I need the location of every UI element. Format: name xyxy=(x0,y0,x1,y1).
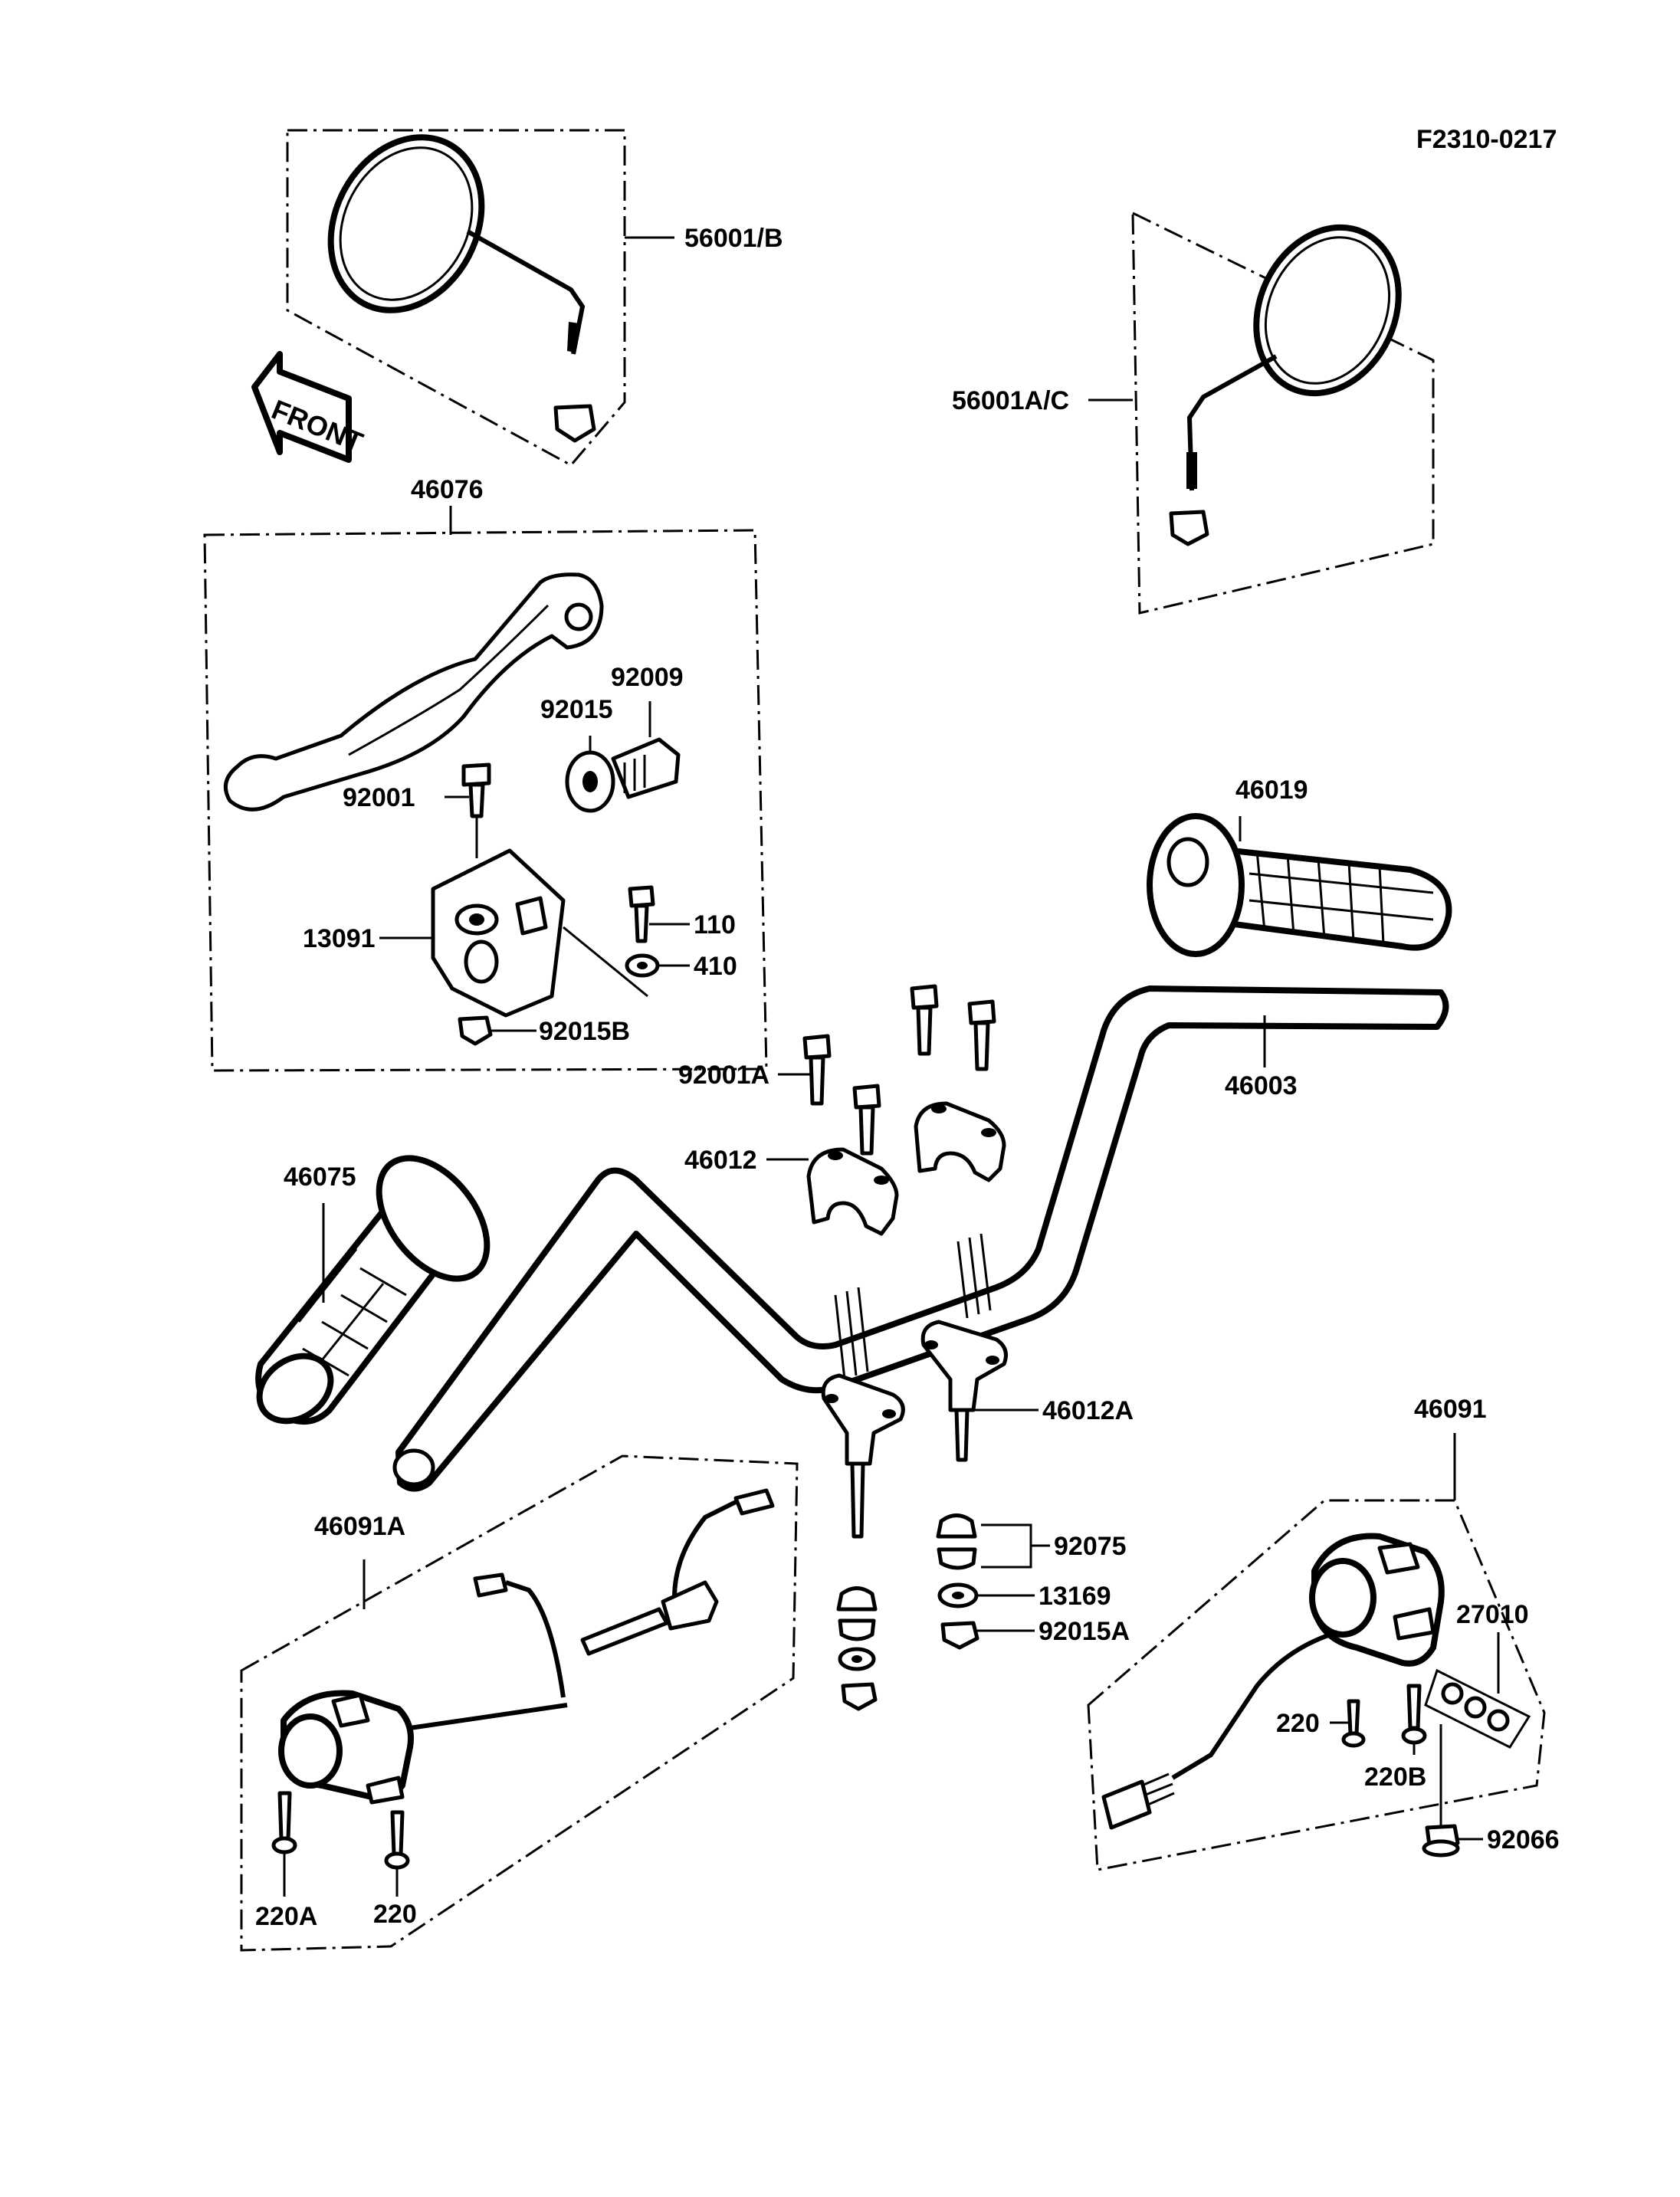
damper-stack-group: 92075 13169 92015A xyxy=(836,1513,1130,1711)
damper-upper xyxy=(936,1513,977,1539)
lower-holder-left xyxy=(821,1373,905,1466)
label-lever-bolt: 92001 xyxy=(343,783,415,812)
label-switch-parts: 27010 xyxy=(1456,1600,1529,1629)
label-screw-220-left: 220 xyxy=(373,1900,417,1929)
nut-92015a xyxy=(940,1621,979,1650)
screw-220-right xyxy=(1347,1699,1360,1736)
label-damper: 92075 xyxy=(1054,1532,1127,1561)
holder-bolt xyxy=(802,1034,832,1060)
label-locknut: 92015 xyxy=(540,695,613,724)
holder-bolts-group: 92001A xyxy=(678,984,996,1156)
holder-bolt xyxy=(910,984,939,1010)
label-washer-410: 410 xyxy=(694,952,737,981)
mirror-left-nut xyxy=(553,404,596,443)
clutch-lever xyxy=(223,572,604,812)
handlebar xyxy=(395,985,1449,1492)
right-switch-box xyxy=(1087,1499,1546,1871)
lower-holders-group: 46012A xyxy=(821,1320,1134,1539)
left-switch-group: 46091A 220A 220 xyxy=(240,1454,799,1952)
left-switch-box xyxy=(240,1454,799,1952)
mirror-left-stem xyxy=(466,229,586,355)
holder-bolt xyxy=(852,1084,881,1110)
lever-assembly-box xyxy=(203,529,768,1072)
label-upper-holder: 46012 xyxy=(684,1146,757,1175)
label-holder-bolt: 92001A xyxy=(678,1061,769,1090)
label-bolt-92066: 92066 xyxy=(1487,1825,1560,1854)
mirror-right-group: 56001A/C xyxy=(952,211,1435,615)
left-switch-cable xyxy=(409,1703,568,1730)
label-switch-left: 46091A xyxy=(314,1512,405,1541)
right-switch-cable xyxy=(1171,1630,1338,1780)
mirror-right-glass xyxy=(1253,224,1402,397)
mirror-left-box xyxy=(286,129,626,467)
upper-holder-right xyxy=(914,1101,1006,1182)
label-grip-left: 46075 xyxy=(284,1162,356,1192)
label-screw-220a: 220A xyxy=(255,1902,317,1931)
label-switch-right: 46091 xyxy=(1414,1395,1487,1424)
damper-lower xyxy=(937,1547,977,1570)
label-grip-right: 46019 xyxy=(1235,776,1308,805)
front-arrow: FRONT xyxy=(251,351,367,463)
right-switch-group: 46091 27010 220 220B 92066 xyxy=(1087,1395,1560,1871)
mirror-left-glass xyxy=(327,134,485,313)
label-nut-92015b: 92015B xyxy=(539,1017,630,1046)
screw-220-left xyxy=(390,1810,405,1857)
label-mirror-left: 56001/B xyxy=(684,224,783,253)
label-handlebar: 46003 xyxy=(1225,1071,1298,1100)
screw-220b xyxy=(1406,1684,1422,1730)
lower-holder-right xyxy=(920,1320,1008,1412)
nut-92015b xyxy=(458,1015,493,1046)
lever-pivot-bolt xyxy=(461,762,491,787)
label-nut-92015a: 92015A xyxy=(1039,1617,1130,1646)
label-lever-holder: 13091 xyxy=(303,924,376,953)
lever-holder xyxy=(431,848,566,1018)
label-washer-13169: 13169 xyxy=(1039,1582,1111,1611)
left-grip-group: 46075 xyxy=(255,1155,491,1425)
holder-bolt xyxy=(967,999,996,1025)
upper-holder-left xyxy=(806,1147,899,1236)
diagram-reference: F2310-0217 xyxy=(1416,125,1557,154)
screw-220a xyxy=(277,1791,292,1841)
label-lever-assembly: 46076 xyxy=(411,475,484,504)
right-grip-group: 46019 xyxy=(1147,776,1452,957)
label-adjuster: 92009 xyxy=(611,663,684,692)
mirror-left-group: 56001/B xyxy=(286,129,783,467)
mirror-right-stem xyxy=(1186,354,1278,491)
label-screw-220b: 220B xyxy=(1364,1763,1426,1792)
bolt-110 xyxy=(628,885,655,908)
label-screw-220-right: 220 xyxy=(1276,1709,1320,1738)
label-lower-holder: 46012A xyxy=(1042,1396,1134,1425)
mirror-right-nut xyxy=(1169,510,1209,546)
lever-assembly-group: 46076 92015 92009 92001 13091 xyxy=(203,475,768,1072)
upper-holders-group: 46012 xyxy=(684,1101,1006,1236)
label-bolt-110: 110 xyxy=(694,910,736,939)
handlebar-group: 46003 xyxy=(392,985,1449,1492)
label-mirror-right: 56001A/C xyxy=(952,386,1069,415)
